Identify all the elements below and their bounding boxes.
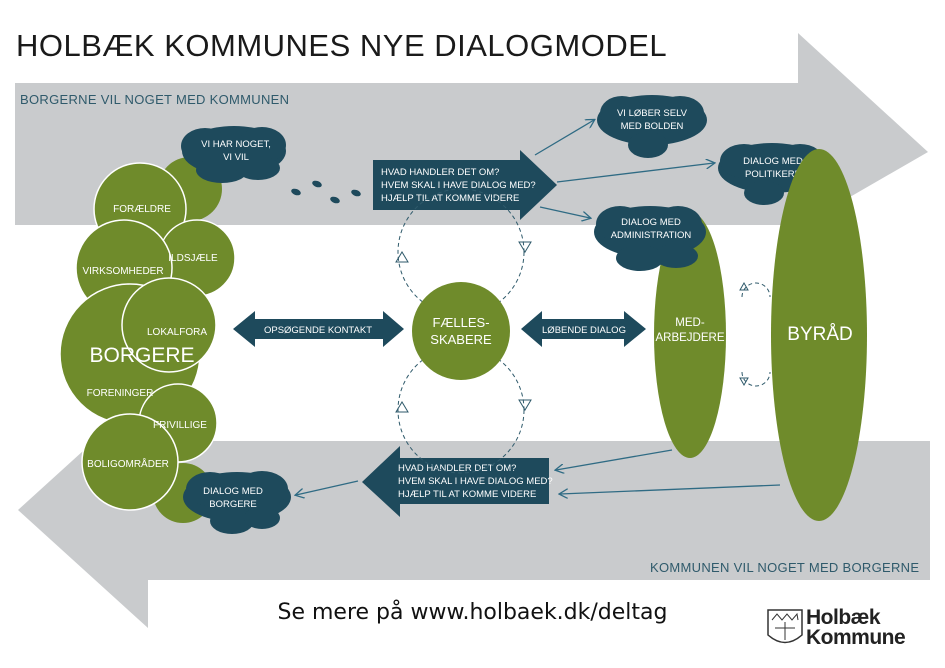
borgere-cluster: FORÆLDRE ILDSJÆLE VIRKSOMHEDER LOKALFORA…	[59, 157, 236, 523]
questions-top-arrow	[373, 150, 557, 220]
questions-top-line3: HJÆLP TIL AT KOMME VIDERE	[381, 193, 519, 204]
byraad-ellipse	[771, 149, 867, 521]
cloud-dialog-borgere-line2: BORGERE	[209, 499, 257, 510]
logo-line2: Kommune	[806, 626, 906, 649]
cloud-dialog-administration-line2: ADMINISTRATION	[611, 230, 692, 241]
cloud-vi-har-noget-line2: VI VIL	[223, 152, 249, 163]
questions-top-line2: HVEM SKAL I HAVE DIALOG MED?	[381, 180, 536, 191]
opsoegende-kontakt-arrow	[233, 311, 404, 347]
medarbejdere-line1: MED-	[675, 317, 705, 329]
loebende-dialog-label: LØBENDE DIALOG	[542, 325, 626, 336]
cloud-dialog-politikere-line2: POLITIKERE	[745, 169, 801, 180]
cloud-vi-har-noget-line1: VI HAR NOGET,	[201, 139, 271, 150]
cloud-dialog-borgere-line1: DIALOG MED	[203, 486, 263, 497]
medarbejdere-line2: ARBEJDERE	[655, 332, 724, 344]
arrow-from-medarbejdere	[556, 449, 673, 470]
holbaek-logo: Holbæk Kommune	[806, 606, 906, 649]
faelles-skabere-circle	[412, 282, 510, 380]
questions-bottom-line1: HVAD HANDLER DET OM?	[398, 463, 516, 474]
footer-link-text[interactable]: Se mere på www.holbaek.dk/deltag	[277, 600, 668, 625]
opsoegende-kontakt-label: OPSØGENDE KONTAKT	[264, 325, 372, 336]
cluster-main-borgere: BORGERE	[89, 344, 194, 367]
arrow-from-byraad	[560, 484, 781, 494]
cluster-item-boligomraader: BOLIGOMRÅDER	[87, 457, 169, 470]
arrow-to-vi-loeber	[534, 120, 594, 156]
questions-top-line1: HVAD HANDLER DET OM?	[381, 167, 499, 178]
cloud-vi-loeber-line1: VI LØBER SELV	[617, 108, 688, 119]
top-band-label: BORGERNE VIL NOGET MED KOMMUNEN	[20, 92, 290, 107]
logo-line1: Holbæk	[806, 606, 881, 629]
holbaek-crest-icon	[767, 609, 803, 644]
questions-bottom-arrow	[362, 446, 549, 517]
cluster-item-virksomheder: VIRKSOMHEDER	[82, 266, 163, 277]
cloud-vi-loeber	[597, 95, 707, 158]
cloud-dialog-borgere	[183, 471, 291, 534]
cloud-dialog-administration-line1: DIALOG MED	[621, 217, 681, 228]
bottom-band-arrow	[18, 392, 930, 628]
arrow-to-dialog-borgere	[296, 480, 359, 495]
faelles-skabere-line2: SKABERE	[430, 332, 492, 347]
loop-right-top	[741, 282, 771, 298]
cluster-item-foraeldre: FORÆLDRE	[113, 204, 171, 215]
medarbejdere-ellipse	[654, 212, 726, 458]
cloud-vi-har-noget	[181, 126, 286, 183]
questions-bottom-line3: HJÆLP TIL AT KOMME VIDERE	[398, 489, 536, 500]
loebende-dialog-arrow	[521, 311, 646, 347]
cluster-item-lokalfora: LOKALFORA	[147, 327, 207, 338]
arrow-to-politikere	[556, 163, 714, 183]
byraad-label: BYRÅD	[787, 324, 852, 345]
top-band-arrow	[15, 33, 928, 227]
questions-bottom-line2: HVEM SKAL I HAVE DIALOG MED?	[398, 476, 553, 487]
loop-right-bottom	[741, 371, 771, 387]
page-title: HOLBÆK KOMMUNES NYE DIALOGMODEL	[16, 28, 668, 63]
faelles-skabere-line1: FÆLLES-	[432, 315, 489, 330]
bottom-band-label: KOMMUNEN VIL NOGET MED BORGERNE	[650, 560, 920, 575]
cluster-item-ildsjaele: ILDSJÆLE	[168, 253, 218, 264]
cluster-item-frivillige: FRIVILLIGE	[153, 420, 207, 431]
arrow-to-administration	[539, 206, 590, 218]
cluster-item-foreninger: FORENINGER	[87, 388, 154, 399]
cloud-dialog-politikere-line1: DIALOG MED	[743, 156, 803, 167]
footsteps-icon	[291, 180, 361, 204]
cloud-vi-loeber-line2: MED BOLDEN	[621, 121, 684, 132]
cloud-dialog-administration	[594, 206, 706, 271]
